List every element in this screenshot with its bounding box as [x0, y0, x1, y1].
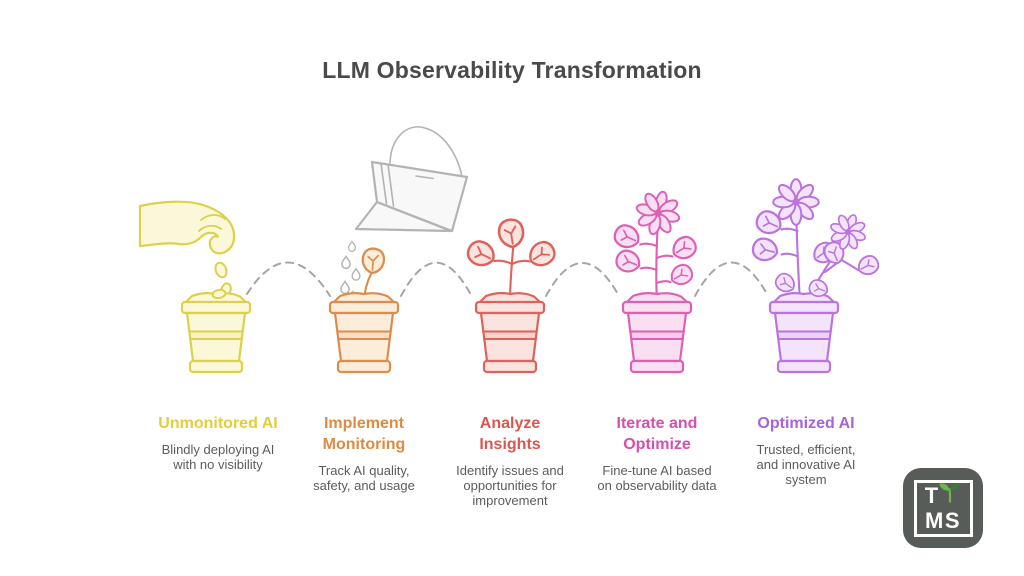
leaf-icon [667, 261, 696, 288]
plant-pot [180, 288, 252, 374]
leaf-icon [668, 233, 700, 263]
leaf-icon [464, 237, 499, 271]
connector-arc-3 [545, 262, 620, 297]
stage-label-unmonitored-ai: Unmonitored AI Blindly deploying AI with… [133, 413, 303, 472]
falling-seed [214, 261, 228, 279]
stage-label-analyze-insights: Analyze Insights Identify issues and opp… [425, 413, 595, 508]
plant-branches [493, 259, 531, 266]
page-title: LLM Observability Transformation [322, 57, 702, 83]
plant-pot [328, 247, 400, 374]
connector-arc-4 [694, 261, 768, 297]
watering-can-icon [354, 126, 469, 233]
stage-title: Optimized AI [757, 415, 855, 432]
flower-icon [773, 179, 819, 225]
stage-3-illustration [464, 218, 559, 374]
stage-label-implement-monitoring: Implement Monitoring Track AI quality, s… [279, 413, 449, 493]
stage-title: Unmonitored AI [158, 415, 278, 432]
stage-5-illustration [750, 179, 882, 374]
leaf-icon [613, 247, 644, 276]
logo-letter-t: T [924, 482, 939, 508]
logo-letters-ms: MS [925, 507, 961, 533]
tms-logo: T MS [903, 468, 983, 548]
hand-knuckle-lines [198, 214, 226, 232]
stage-title: Analyze Insights [479, 415, 541, 453]
plant-stem [508, 245, 515, 303]
plant-branches [780, 227, 860, 274]
leaf-icon [855, 253, 882, 278]
stage-title: Implement Monitoring [322, 415, 406, 453]
stage-label-iterate-and-optimize: Iterate and Optimize Fine-tune AI based … [572, 413, 742, 493]
stage-description: Identify issues and opportunities for im… [456, 463, 564, 508]
logo-top-row: T [924, 482, 962, 509]
plant-pot [464, 218, 559, 374]
seed-on-soil [211, 288, 227, 300]
stage-1-illustration [138, 200, 252, 374]
stage-label-optimized-ai: Optimized AI Trusted, efficient, and inn… [721, 413, 891, 487]
plant-branches [639, 242, 674, 285]
leaf-icon [750, 235, 781, 264]
stage-description: Track AI quality, safety, and usage [313, 463, 415, 493]
flower-icon [631, 186, 685, 240]
stage-4-illustration [611, 186, 700, 374]
stage-description: Blindly deploying AI with no visibility [161, 442, 275, 472]
leaf-icon [360, 247, 386, 275]
leaf-icon [772, 270, 799, 296]
leaf-icon [498, 218, 525, 249]
connector-arc-2 [400, 261, 472, 297]
leaf-icon [611, 221, 643, 252]
leaf-icon [525, 238, 559, 271]
logo-frame: T MS [913, 479, 973, 537]
connector-arc-1 [246, 261, 331, 297]
stage-description: Trusted, efficient, and innovative AI sy… [756, 442, 856, 487]
growth-connector-arcs [246, 261, 768, 297]
plant-pot [611, 186, 700, 374]
stage-title: Iterate and Optimize [616, 415, 698, 453]
sprout-icon [939, 482, 962, 503]
stage-2-illustration [328, 126, 469, 374]
stage-description: Fine-tune AI based on observability data [597, 463, 717, 493]
plant-pot [750, 179, 882, 374]
